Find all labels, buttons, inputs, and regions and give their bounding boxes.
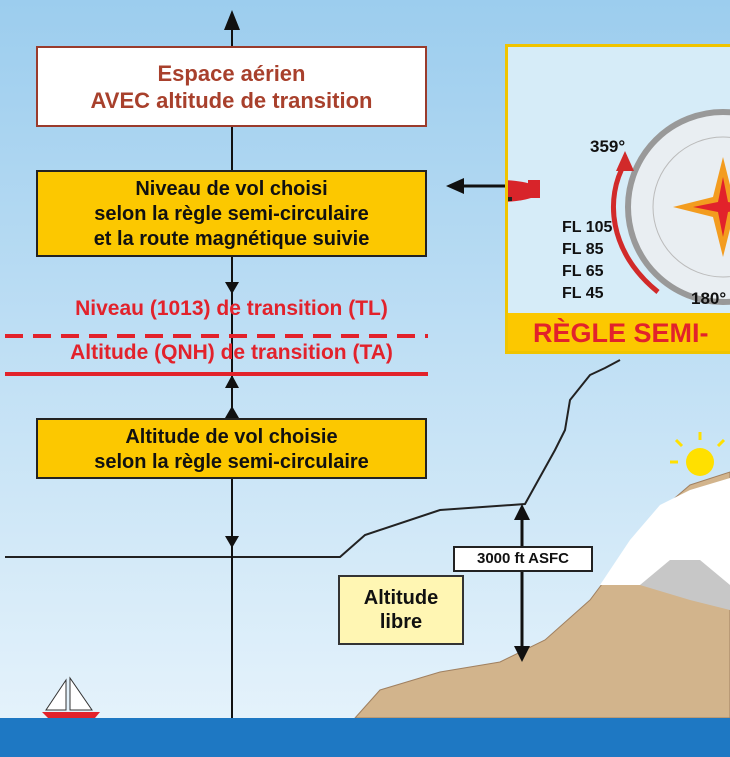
transition-level-label: Niveau (1013) de transition (TL) — [75, 297, 388, 320]
sun-icon — [686, 448, 714, 476]
sea — [0, 718, 730, 757]
up-arrow-icon — [225, 375, 239, 388]
plane-heading-arrow-icon — [446, 178, 464, 194]
sailboat-sail-right — [69, 676, 93, 711]
niveau-line-3: et la route magnétique suivie — [93, 228, 370, 250]
sailboat-sail-left — [45, 678, 67, 711]
compass-star-inner-icon — [693, 177, 730, 237]
altitude-libre-box: Altitude libre — [338, 575, 464, 645]
altitude-line-2: selon la règle semi-circulaire — [94, 451, 369, 473]
up-arrow-altitude-icon — [225, 406, 239, 418]
semicircle-arc — [610, 161, 660, 294]
asfc-down-arrow-icon — [514, 646, 530, 662]
airplane-icon — [508, 180, 540, 202]
flight-level-45: FL 45 — [562, 285, 604, 302]
sun-rays — [670, 432, 726, 464]
asfc-label: 3000 ft ASFC — [453, 546, 593, 572]
altitude-line-1: Altitude de vol choisie — [125, 426, 338, 448]
sailboat-hull — [42, 712, 100, 718]
asfc-up-arrow-icon — [514, 504, 530, 520]
espace-aerien-box: Espace aérien AVEC altitude de transitio… — [36, 46, 427, 127]
semicircular-rule-inset: 359° 180° FL 105 FL 85 FL 65 FL 45 RÈGLE… — [505, 44, 730, 354]
compass-inner-ring — [652, 136, 730, 278]
espace-line-1: Espace aérien — [157, 61, 306, 86]
degree-180-label: 180° — [691, 289, 727, 308]
flight-level-85: FL 85 — [562, 241, 604, 258]
degree-359-label: 359° — [590, 137, 626, 156]
flight-level-65: FL 65 — [562, 263, 604, 280]
inset-title-band: RÈGLE SEMI- — [508, 313, 730, 351]
semicircle-arrow-icon — [616, 151, 634, 171]
top-arrow-icon — [224, 10, 240, 30]
down-arrow-ground-icon — [225, 536, 239, 548]
down-arrow-icon — [225, 282, 239, 294]
niveau-de-vol-box: Niveau de vol choisi selon la règle semi… — [36, 170, 427, 257]
mountain-shadow — [640, 560, 730, 610]
libre-line-1: Altitude — [363, 587, 439, 609]
inset-title: RÈGLE SEMI- — [533, 318, 709, 348]
terrain-contour — [5, 359, 621, 558]
flight-level-105: FL 105 — [562, 219, 613, 236]
niveau-line-1: Niveau de vol choisi — [135, 178, 328, 200]
libre-line-2: libre — [379, 611, 423, 633]
niveau-line-2: selon la règle semi-circulaire — [94, 203, 369, 225]
inset-art — [508, 109, 730, 305]
transition-altitude-label: Altitude (QNH) de transition (TA) — [70, 341, 393, 364]
altitude-de-vol-box: Altitude de vol choisie selon la règle s… — [36, 418, 427, 479]
espace-line-2: AVEC altitude de transition — [90, 88, 373, 113]
